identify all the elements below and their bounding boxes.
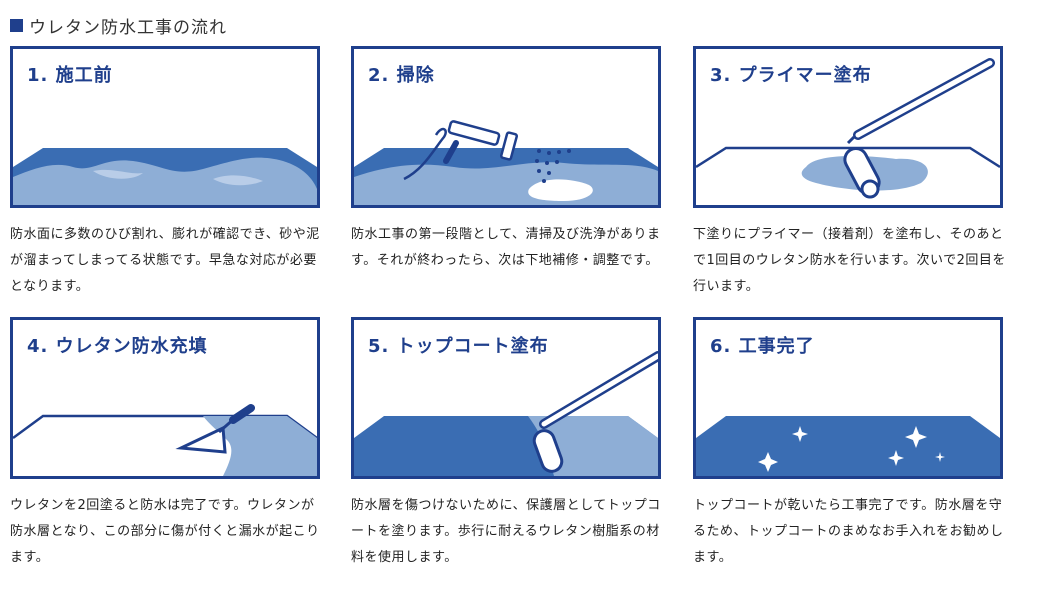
step-title-6: 6. 工事完了 <box>710 336 815 357</box>
completed-floor-illustration <box>696 416 1000 476</box>
pressure-washer-icon <box>443 120 518 164</box>
step-title-2: 2. 掃除 <box>368 65 435 86</box>
sparkle-icon <box>758 426 945 472</box>
step-card-1: 1. 施工前 防水面に多数のひび割れ、膨れが確認でき、砂や泥が溜まってしまってる… <box>10 46 320 300</box>
step-illustration-2: 2. 掃除 <box>351 46 661 208</box>
step-desc-3: 下塗りにプライマー（接着剤）を塗布し、そのあとで1回目のウレタン防水を行います。… <box>693 227 1006 294</box>
step-card-3: 3. プライマー塗布 下塗りにプライマー（接着剤）を塗布し、そのあとで1回目のウ… <box>693 46 1005 300</box>
step-card-5: 5. トップコート塗布 防水層を傷つけないために、保護層としてトップコートを塗り… <box>351 317 661 571</box>
step-illustration-6: 6. 工事完了 <box>693 317 1003 479</box>
step-title-1: 1. 施工前 <box>27 65 113 86</box>
step-title-3: 3. プライマー塗布 <box>710 65 872 86</box>
dirty-floor-illustration <box>13 148 317 205</box>
trowel-icon <box>175 404 255 454</box>
step-card-4: 4. ウレタン防水充填 ウレタンを2回塗ると防水は完了です。ウレタンが防水層とな… <box>10 317 320 571</box>
step-illustration-3: 3. プライマー塗布 <box>693 46 1003 208</box>
step-illustration-4: 4. ウレタン防水充填 <box>10 317 320 479</box>
urethane-fill-illustration <box>13 404 317 476</box>
heading-text: ウレタン防水工事の流れ <box>29 17 227 38</box>
step-illustration-5: 5. トップコート塗布 <box>351 317 661 479</box>
step-illustration-1: 1. 施工前 <box>10 46 320 208</box>
topcoat-illustration <box>354 351 658 476</box>
step-desc-6: トップコートが乾いたら工事完了です。防水層を守るため、トップコートのまめなお手入… <box>693 498 1004 565</box>
section-heading: ウレタン防水工事の流れ <box>10 14 227 38</box>
step-desc-5: 防水層を傷つけないために、保護層としてトップコートを塗ります。歩行に耐えるウレタ… <box>351 498 661 565</box>
cleaning-illustration <box>354 120 658 205</box>
step-title-5: 5. トップコート塗布 <box>368 336 549 357</box>
step-title-4: 4. ウレタン防水充填 <box>27 336 208 357</box>
primer-illustration <box>696 58 1000 199</box>
step-desc-2: 防水工事の第一段階として、清掃及び洗浄があります。それが終わったら、次は下地補修… <box>351 227 661 268</box>
step-desc-4: ウレタンを2回塗ると防水は完了です。ウレタンが防水層となり、この部分に傷が付くと… <box>10 498 320 565</box>
paint-roller-icon <box>843 58 995 199</box>
heading-square-icon <box>10 18 23 32</box>
step-desc-1: 防水面に多数のひび割れ、膨れが確認でき、砂や泥が溜まってしまってる状態です。早急… <box>10 227 320 294</box>
step-card-6: 6. 工事完了 トップコートが乾いたら工事完了です。防水層を守るため、トップコー… <box>693 317 1003 571</box>
paint-roller-icon <box>532 351 658 473</box>
step-card-2: 2. 掃除 防水工事の第一段階として、清掃及び洗浄があります。それが終わったら、… <box>351 46 661 274</box>
